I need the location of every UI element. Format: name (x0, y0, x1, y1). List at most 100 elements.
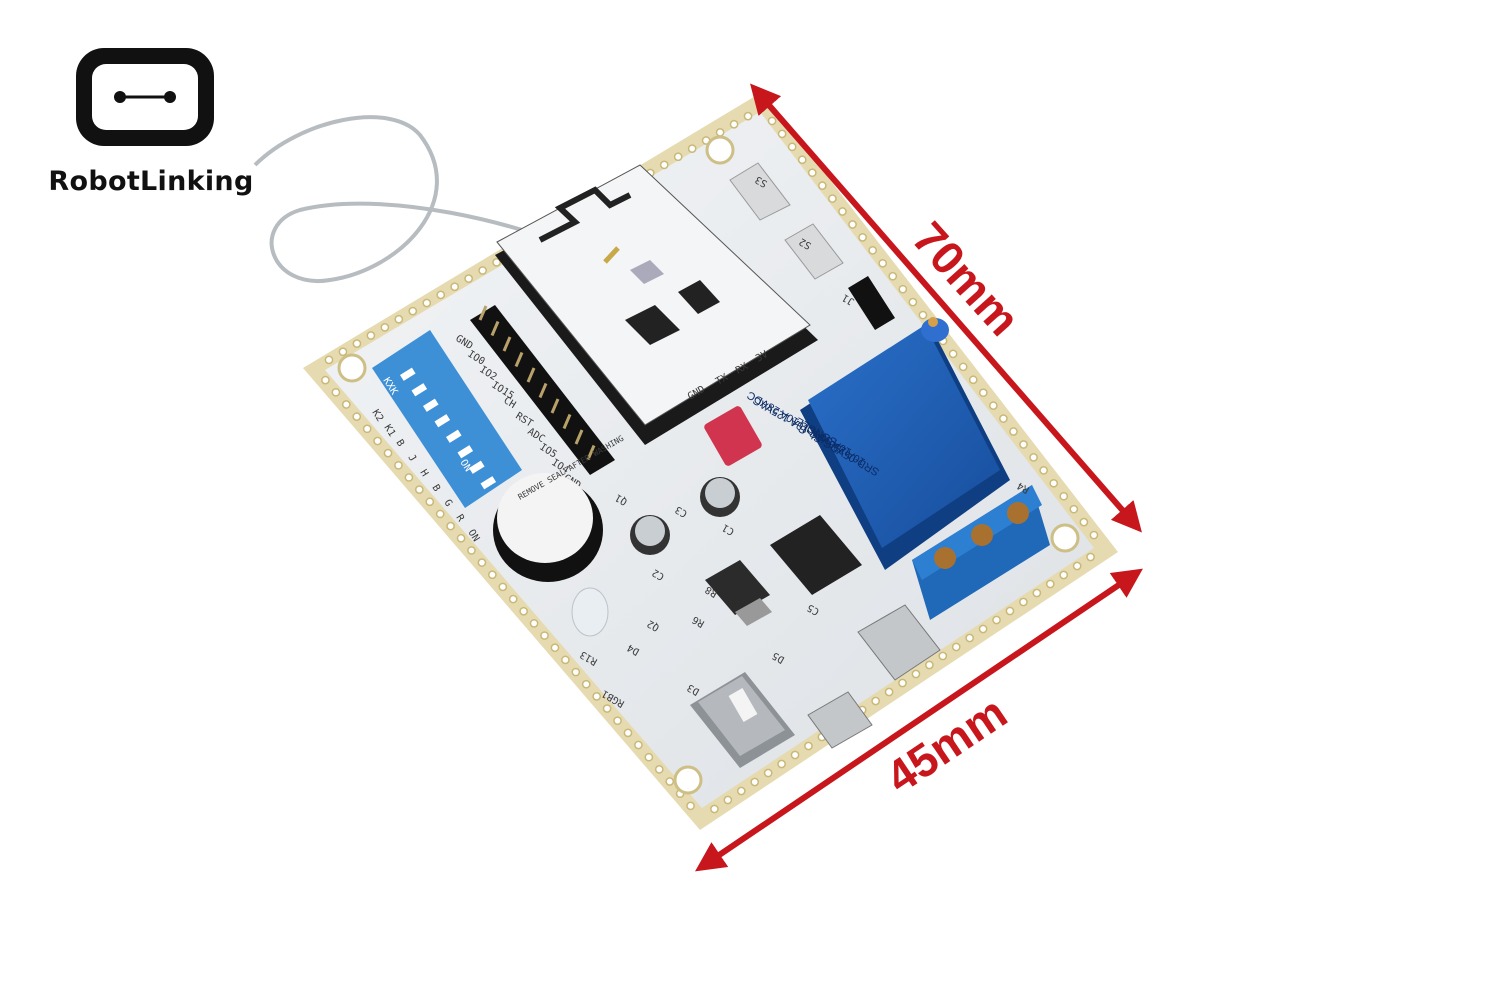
header-pin (490, 320, 500, 337)
edge-hole (736, 786, 746, 796)
dip-on-label: ON (457, 458, 473, 474)
edge-hole (366, 331, 376, 340)
edge-hole (436, 290, 446, 300)
edge-hole (710, 804, 719, 814)
edge-hole (797, 155, 807, 165)
edge-hole (978, 624, 988, 634)
dip-lever (400, 367, 416, 381)
edge-hole (383, 448, 393, 458)
brand-logo: RobotLinking (36, 44, 266, 214)
edge-hole (456, 533, 466, 543)
edge-hole (729, 119, 739, 129)
dip-side-label: ON (465, 528, 481, 544)
edge-hole (352, 339, 362, 348)
chip (630, 260, 664, 284)
jumper (704, 406, 762, 466)
edge-hole (673, 152, 683, 162)
part-designator: C1 (721, 521, 737, 537)
edge-hole (498, 582, 508, 592)
edge-hole (687, 144, 697, 153)
edge-hole (1072, 561, 1082, 571)
edge-hole (644, 752, 654, 762)
edge-hole (948, 349, 958, 359)
edge-hole (878, 258, 888, 268)
edge-hole (592, 692, 602, 701)
edge-hole (715, 128, 725, 137)
edge-hole (373, 436, 382, 446)
part-designator: Q2 (646, 617, 662, 633)
edge-hole (743, 111, 753, 121)
edge-hole (450, 282, 460, 292)
edge-hole (750, 777, 760, 787)
edge-hole (529, 619, 539, 628)
edge-hole (868, 246, 877, 255)
part-designator: D4 (626, 641, 642, 657)
header-pin (574, 429, 584, 445)
part-designator: Q1 (614, 491, 630, 507)
header-pin (538, 382, 548, 399)
edge-hole (884, 687, 894, 697)
edge-hole (550, 643, 560, 653)
edge-hole (978, 388, 988, 398)
edge-hole (925, 660, 934, 670)
edge-hole (581, 679, 591, 689)
edge-hole (467, 546, 476, 555)
module-rx-label: RX (734, 361, 750, 377)
edge-hole (561, 655, 570, 665)
edge-hole (540, 631, 549, 640)
chip (678, 280, 720, 314)
edge-hole (341, 400, 351, 409)
mount-hole (337, 353, 367, 383)
edge-hole (807, 168, 817, 178)
mount-hole (705, 135, 735, 165)
edge-hole (804, 741, 813, 751)
pin-header-left (470, 305, 615, 475)
edge-hole (654, 765, 664, 774)
edge-hole (999, 414, 1008, 423)
edge-hole (613, 716, 622, 726)
edge-hole (777, 129, 787, 139)
edge-hole (1039, 466, 1048, 475)
edge-hole (992, 615, 1001, 625)
module-tx-label: TX (714, 372, 730, 388)
edge-hole (1059, 570, 1069, 580)
edge-hole (828, 194, 837, 203)
edge-hole (394, 314, 404, 324)
rgb-led (571, 587, 609, 637)
pin-label: CH (501, 395, 517, 411)
edge-hole (362, 424, 372, 434)
edge-hole (989, 401, 998, 410)
edge-hole (848, 220, 857, 229)
header-pin (514, 351, 524, 368)
edge-hole (331, 387, 341, 397)
dip-side-label: G (441, 498, 454, 509)
edge-hole (968, 375, 978, 385)
header-pin (526, 367, 536, 383)
edge-hole (918, 310, 928, 320)
edge-hole (686, 801, 695, 811)
mount-hole (673, 765, 703, 795)
dip-switch: KXK ON (372, 330, 522, 508)
edge-hole (425, 497, 435, 507)
edge-hole (404, 473, 414, 482)
brand-name: RobotLinking (48, 166, 254, 197)
edge-hole (767, 116, 777, 126)
edge-hole (324, 355, 334, 365)
edge-hole (1019, 440, 1028, 449)
edge-hole (1032, 588, 1042, 598)
edge-hole (519, 606, 528, 616)
edge-hole (938, 651, 948, 661)
header-pin (562, 413, 572, 430)
edge-hole (858, 233, 867, 242)
edge-hole (394, 460, 403, 470)
header-pin (550, 398, 560, 414)
edge-hole (1019, 597, 1028, 607)
edge-hole (602, 704, 612, 713)
edge-hole (634, 740, 643, 750)
edge-hole (422, 298, 432, 308)
edge-hole (958, 362, 968, 372)
edge-hole (1045, 579, 1055, 589)
edge-hole (723, 795, 733, 805)
edge-hole (951, 642, 961, 652)
